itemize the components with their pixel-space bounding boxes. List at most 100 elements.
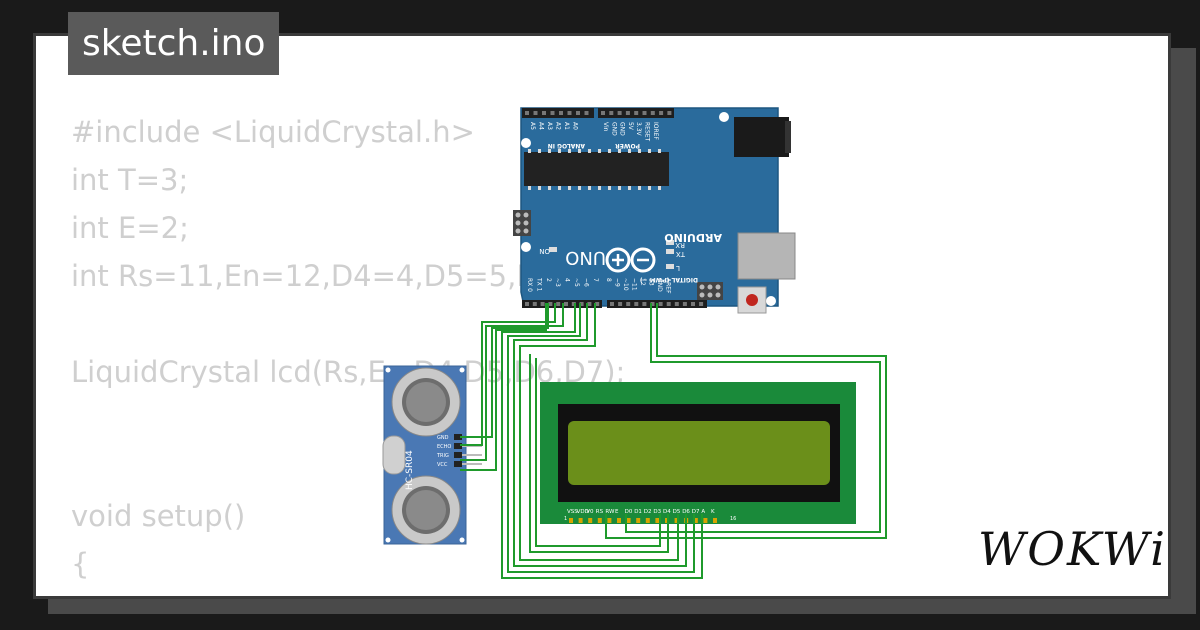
lcd-pin-first-index: 1 bbox=[564, 516, 567, 522]
digital-pin-label: AREF bbox=[665, 278, 672, 294]
arduino-brand: ARDUINO bbox=[664, 231, 722, 244]
lcd-pin-label: A bbox=[701, 509, 705, 515]
analog-pin-label: A3 bbox=[546, 122, 553, 130]
analog-pin-label: A5 bbox=[529, 122, 536, 130]
sensor-pin-label: ECHO bbox=[437, 444, 451, 450]
sensor-pin[interactable] bbox=[454, 461, 462, 467]
sensor-name: HC-SR04 bbox=[405, 450, 415, 490]
lcd-pin[interactable] bbox=[636, 518, 641, 523]
analog-pin-label: A1 bbox=[563, 122, 570, 130]
lcd-pin[interactable] bbox=[607, 518, 612, 523]
dc-jack bbox=[734, 117, 789, 157]
rx-led-label: RX bbox=[675, 241, 685, 249]
lcd-pin[interactable] bbox=[674, 518, 679, 523]
lcd-pin[interactable] bbox=[713, 518, 717, 523]
crystal-oscillator bbox=[382, 435, 406, 475]
lcd-pin-label: D0 bbox=[625, 509, 633, 515]
digital-pin-label: TX 1 bbox=[535, 277, 542, 292]
analog-pin-label: A4 bbox=[538, 122, 545, 130]
code-line[interactable]: { bbox=[71, 547, 90, 581]
lcd-pin[interactable] bbox=[655, 518, 660, 523]
lcd-pin-label: D2 bbox=[644, 509, 652, 515]
lcd-pin[interactable] bbox=[617, 518, 621, 523]
arduino-model: UNO bbox=[565, 247, 606, 268]
sensor-pin[interactable] bbox=[454, 452, 462, 458]
lcd-pin-label: D7 bbox=[692, 509, 700, 515]
lcd-pin-label: E bbox=[615, 509, 619, 515]
lcd-pin-label: D4 bbox=[663, 509, 671, 515]
power-pin-label: 3.3V bbox=[635, 122, 642, 137]
digital-pin-label: ~10 bbox=[622, 278, 629, 291]
icsp-header bbox=[513, 210, 723, 300]
sensor-pin[interactable] bbox=[454, 434, 462, 440]
digital-pin-label: 8 bbox=[605, 278, 612, 282]
power-pin-label: 5V bbox=[627, 122, 634, 131]
atmega-chip bbox=[524, 152, 669, 186]
digital-pin-label: RX 0 bbox=[526, 278, 533, 292]
lcd-pin-label: D5 bbox=[673, 509, 681, 515]
lcd-pin-label: VDD bbox=[577, 509, 589, 515]
sensor-pin-label: GND bbox=[437, 435, 449, 441]
code-line[interactable]: void setup() bbox=[71, 499, 246, 533]
lcd-pin-label: V0 bbox=[586, 509, 594, 515]
code-line[interactable]: #include <LiquidCrystal.h> bbox=[71, 115, 475, 149]
hc-sr04-sensor[interactable]: HC-SR04 GND ECHO TRIG VCC bbox=[382, 365, 482, 545]
lcd-pin[interactable] bbox=[693, 518, 698, 523]
ultrasonic-transducer-top bbox=[391, 367, 461, 437]
l-led-label: L bbox=[676, 264, 680, 272]
lcd-pin-label: K bbox=[711, 509, 715, 515]
analog-label: ANALOG IN bbox=[548, 142, 585, 149]
digital-pin-label: 13 bbox=[648, 278, 655, 286]
lcd-pin-label: VSS bbox=[567, 509, 578, 515]
lcd-pin[interactable] bbox=[597, 518, 602, 523]
digital-label: DIGITAL (PWM ~) bbox=[640, 276, 698, 283]
digital-pin-label: 2 bbox=[545, 278, 552, 282]
digital-pin-label: ~5 bbox=[573, 278, 580, 287]
analog-pin-label: A2 bbox=[555, 122, 562, 130]
lcd-pin-last-index: 16 bbox=[730, 516, 736, 522]
sensor-pin-label: TRIG bbox=[436, 453, 449, 459]
code-line[interactable]: Serial.begin(9600); bbox=[71, 588, 702, 596]
lcd-pin-label: RS bbox=[596, 509, 604, 515]
lcd-pin-label: D3 bbox=[653, 509, 661, 515]
sensor-pin-label: VCC bbox=[437, 462, 448, 468]
power-pin-label: RESET bbox=[644, 122, 651, 142]
digital-pin-label: GND bbox=[656, 278, 663, 292]
digital-pin-label: ~3 bbox=[554, 278, 561, 287]
power-pin-label: IOREF bbox=[652, 122, 659, 140]
digital-pin-label: ~6 bbox=[582, 278, 589, 287]
arduino-infinity-logo bbox=[605, 247, 656, 273]
digital-pin-label: 7 bbox=[592, 278, 599, 282]
lcd-pin[interactable] bbox=[626, 518, 631, 523]
code-line[interactable]: int T=3; bbox=[71, 163, 189, 197]
lcd-pin[interactable] bbox=[645, 518, 650, 523]
lcd-pin-label: D1 bbox=[634, 509, 642, 515]
sensor-pin[interactable] bbox=[454, 443, 462, 449]
power-pin-label: Vin bbox=[602, 122, 609, 132]
lcd-pin[interactable] bbox=[569, 518, 573, 523]
file-tab[interactable]: sketch.ino bbox=[68, 12, 280, 75]
lcd-pin[interactable] bbox=[578, 518, 583, 523]
digital-pin-label: 4 bbox=[564, 278, 571, 282]
on-label: ON bbox=[539, 247, 550, 255]
arduino-uno-board[interactable]: ARDUINO UNO DIGITAL (PWM ~) ANALOG IN PO… bbox=[513, 107, 796, 314]
digital-pin-label: ~11 bbox=[631, 278, 638, 291]
lcd-screen bbox=[568, 421, 830, 485]
tx-led-label: TX bbox=[676, 250, 686, 258]
power-pin-label: GND bbox=[619, 122, 626, 136]
digital-pin-label: 12 bbox=[639, 278, 646, 286]
lcd-pin[interactable] bbox=[588, 518, 593, 523]
power-pin-label: GND bbox=[610, 122, 617, 136]
ultrasonic-transducer-bottom bbox=[391, 475, 461, 545]
usb-port bbox=[737, 232, 796, 280]
wokwi-logo: WOKWi bbox=[978, 522, 1167, 576]
code-line[interactable]: int E=2; bbox=[71, 211, 189, 245]
wires bbox=[460, 303, 887, 579]
lcd-pin-label: D6 bbox=[682, 509, 690, 515]
digital-pin-label: ~9 bbox=[614, 278, 621, 287]
lcd-pin-label: RW bbox=[605, 509, 615, 515]
power-label: POWER bbox=[615, 142, 640, 149]
lcd-pin[interactable] bbox=[703, 518, 708, 523]
